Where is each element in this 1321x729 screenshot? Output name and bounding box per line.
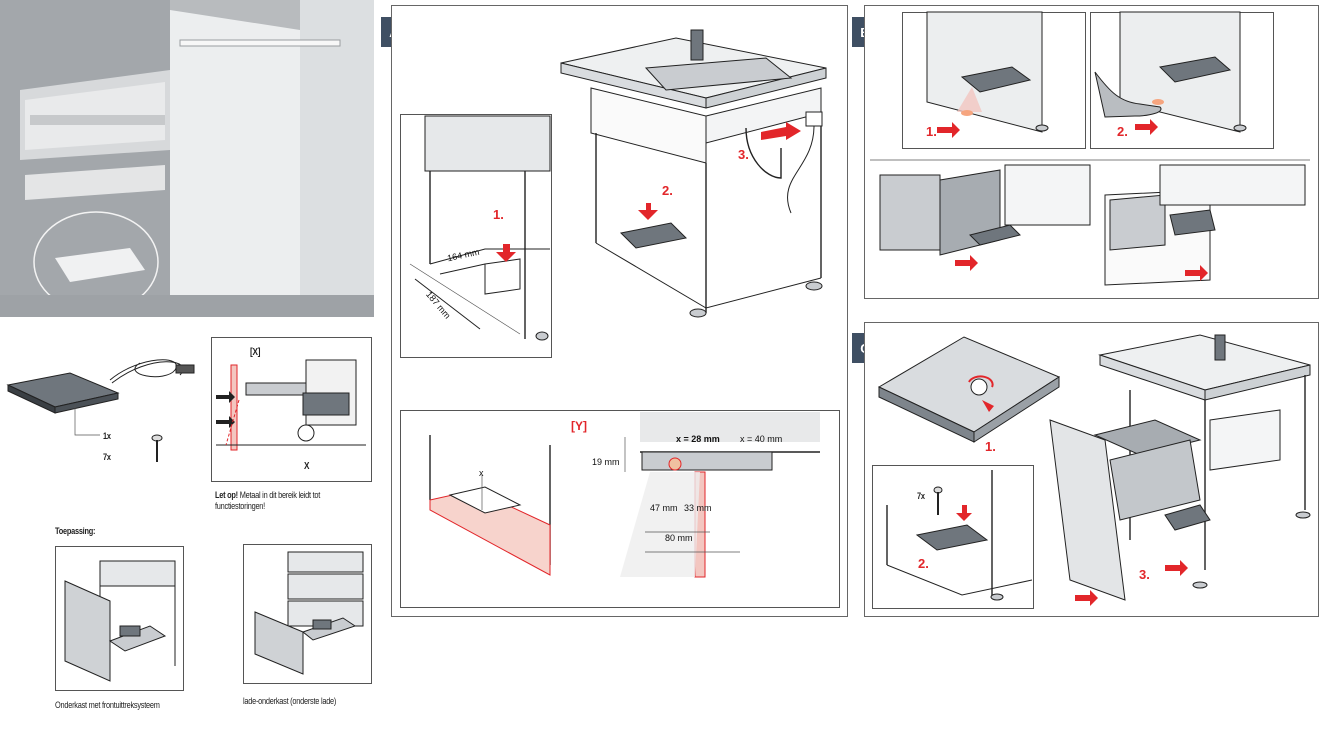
b-step1-illustration [926,11,1049,138]
b-drawers-illustration [870,159,1310,286]
warning-text: Let op! Metaal in dit bereik leidt tot f… [215,490,371,512]
cross-section-y [620,412,820,578]
detail-y-title: [Y] [571,419,587,433]
detail-x-label: X [304,461,310,472]
c-device-flip-illustration [877,336,1061,443]
screw-quantity: 7x [103,452,111,462]
step-a3: 3. [738,147,749,162]
step-c1: 1. [985,439,996,454]
step-b1: 1. [926,124,937,139]
c-cabinet-illustration [1049,334,1311,606]
dim-19: 19 mm [592,457,620,467]
application-left-illustration [64,560,176,682]
c-screws-illustration [886,470,1033,601]
x-height-label: x [479,468,484,478]
application-left-caption: Onderkast met frontuittreksysteem [55,700,160,710]
step-a2: 2. [662,183,673,198]
detail-x-title: [X] [250,347,261,358]
dim-80: 80 mm [665,533,693,543]
screw-icon [151,434,163,462]
device-quantity: 1x [103,431,111,441]
step-b2: 2. [1117,124,1128,139]
dim-x28: x = 28 mm [676,434,720,444]
step-c3: 3. [1139,567,1150,582]
cabinet-detail-illustration [409,115,551,341]
step-a1: 1. [493,207,504,222]
dim-x40: x = 40 mm [740,434,783,444]
step-c2: 2. [918,556,929,571]
induction-device-illustration [6,359,195,414]
application-title: Toepassing: [55,526,96,536]
b-step2-illustration [1094,11,1247,135]
dim-33: 33 mm [684,503,712,513]
c-screw-quantity: 7x [917,491,925,501]
leader-lines [74,405,100,436]
dim-47: 47 mm [650,503,678,513]
application-right-caption: lade-onderkast (onderste lade) [243,696,337,706]
detail-x-illustration [216,359,366,451]
warning-body: Metaal in dit bereik leidt tot functiest… [215,490,321,511]
cross-section-cabinet [429,435,551,576]
sink-cabinet-illustration [560,29,827,318]
product-photo [0,0,374,317]
application-right-illustration [254,551,364,675]
warning-lead: Let op! [215,490,238,500]
